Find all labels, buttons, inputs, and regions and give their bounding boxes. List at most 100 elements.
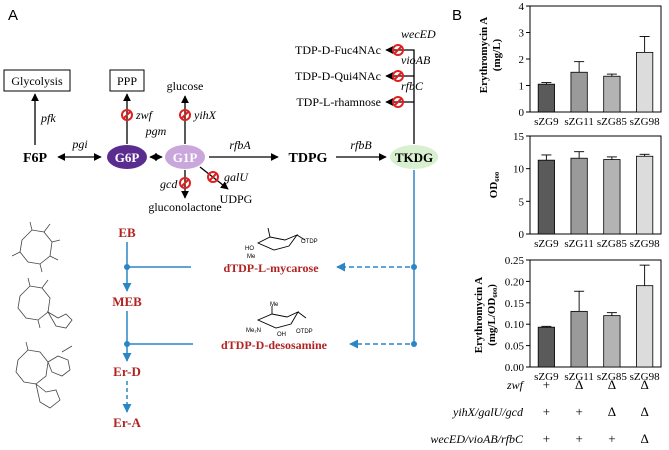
pgi-gene: pgi	[71, 137, 87, 151]
chart3-ylabel-line2: (mg/L/OD₆₀₀)	[486, 284, 498, 346]
bar-sZG85	[603, 315, 621, 368]
tdpg-label: TDPG	[289, 151, 328, 166]
bar-sZG98	[636, 155, 654, 235]
desosamine-otdp: OTDP	[296, 329, 313, 335]
x-tick-label: sZG11	[564, 116, 594, 128]
x-tick-label: sZG98	[630, 371, 660, 383]
table-cell: +	[575, 431, 582, 446]
x-tick-label: sZG11	[564, 371, 594, 383]
table-cell: Δ	[575, 377, 583, 392]
meb-molecule-structure	[17, 277, 73, 329]
eb-label: EB	[118, 225, 136, 240]
eb-molecule-structure	[11, 221, 61, 273]
udpg-label: UDPG	[220, 192, 253, 206]
chart-3-frame	[529, 259, 662, 368]
y-tick-label: 0.10	[505, 319, 525, 331]
chart1-ylabel-line1: Erythromycin A	[478, 17, 490, 94]
y-tick-label: 10	[513, 164, 525, 176]
desosamine-structure	[256, 306, 307, 329]
chart3-ylabel-line1: Erythromycin A	[473, 277, 485, 354]
bar-sZG98	[636, 51, 654, 113]
table-row-label-zwf: zwf	[506, 378, 525, 392]
qui-label: TDP-D-Qui4NAc	[295, 69, 381, 83]
y-tick-label: 4	[519, 1, 525, 13]
table-cell: +	[543, 377, 550, 392]
g6p-label: G6P	[115, 150, 140, 165]
panel-a-label: A	[8, 7, 18, 24]
bar-sZG9	[537, 326, 555, 368]
bar-sZG85	[603, 75, 621, 113]
pfk-gene: pfk	[40, 111, 56, 125]
desosamine-me2n: Me₂N	[246, 328, 261, 334]
x-tick-label: sZG98	[630, 116, 660, 128]
tkdg-label: TKDG	[395, 150, 433, 165]
y-tick-label: 0	[519, 107, 525, 119]
desosamine-oh: OH	[277, 332, 286, 338]
table-cell: Δ	[640, 404, 648, 419]
desosamine-junction	[411, 341, 417, 347]
vioAB-gene: vioAB	[401, 53, 431, 67]
table-cell: +	[575, 404, 582, 419]
zwf-gene: zwf	[135, 108, 154, 122]
ppp-label: PPP	[117, 74, 137, 88]
mycarose-me: Me	[247, 254, 256, 260]
desosamine-label: dTDP-D-desosamine	[221, 338, 328, 352]
mycarose-label: dTDP-L-mycarose	[223, 261, 319, 275]
rham-label: TDP-L-rhamnose	[296, 95, 381, 109]
y-tick-label: 0.00	[505, 362, 525, 374]
table-row-label-wecED-vioAB-rfbC: wecED/vioAB/rfbC	[430, 432, 524, 446]
f6p-label: F6P	[23, 151, 48, 166]
meb-label: MEB	[112, 294, 142, 309]
mycarose-junction	[411, 264, 417, 270]
x-tick-label: sZG85	[597, 238, 627, 250]
erd-label: Er-D	[113, 364, 141, 379]
panel-b-label: B	[452, 7, 462, 24]
y-tick-label: 0	[519, 229, 525, 241]
table-cell: Δ	[608, 404, 616, 419]
mycarose-feed-dot	[124, 264, 130, 270]
mycarose-otdp: OTDP	[301, 239, 318, 245]
table-cell: Δ	[608, 377, 616, 392]
y-tick-label: 0.25	[505, 255, 525, 267]
y-tick-label: 3	[519, 28, 525, 40]
chart2-ylabel: OD₆₀₀	[488, 171, 500, 198]
g1p-node	[165, 145, 205, 169]
y-tick-label: 2	[519, 54, 525, 66]
galU-gene: galU	[224, 170, 249, 184]
table-row-label-yihX-galU-gcd: yihX/galU/gcd	[452, 405, 524, 419]
bar-sZG11	[570, 71, 588, 113]
yihX-gene: yihX	[193, 108, 217, 122]
x-tick-label: sZG9	[534, 371, 559, 383]
y-tick-label: 1	[519, 81, 525, 93]
bar-sZG9	[537, 83, 555, 113]
y-tick-label: 0.15	[505, 298, 525, 310]
table-cell: +	[543, 404, 550, 419]
gluconolactone-label: gluconolactone	[148, 200, 221, 214]
g1p-label: G1P	[173, 150, 198, 165]
mycarose-ho: HO	[245, 246, 254, 252]
y-tick-label: 0.05	[505, 341, 525, 353]
ppp-box	[109, 69, 145, 92]
rfbA-gene: rfbA	[229, 138, 251, 152]
glycolysis-label: Glycolysis	[11, 74, 63, 88]
table-cell: Δ	[640, 431, 648, 446]
erd-molecule-structure	[15, 341, 73, 409]
x-tick-label: sZG11	[564, 238, 594, 250]
y-tick-label: 15	[513, 131, 525, 143]
bar-sZG85	[603, 159, 621, 235]
rfbB-gene: rfbB	[350, 138, 372, 152]
x-tick-label: sZG9	[534, 116, 559, 128]
g6p-node	[107, 145, 147, 169]
bar-sZG11	[570, 310, 588, 368]
table-cell: +	[608, 431, 615, 446]
y-tick-label: 0.20	[505, 276, 525, 288]
y-tick-label: 5	[519, 196, 525, 208]
table-cell: +	[543, 431, 550, 446]
glycolysis-box	[3, 69, 71, 92]
tkdg-node	[390, 145, 438, 169]
era-label: Er-A	[113, 415, 141, 430]
